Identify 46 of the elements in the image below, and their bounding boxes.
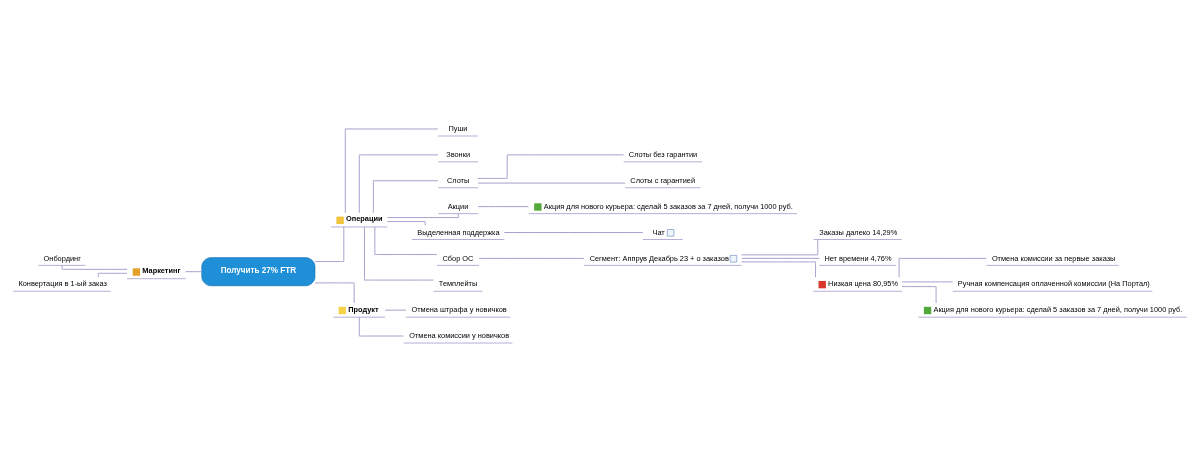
node-text: Конвертация в 1-ый заказ [18, 279, 107, 289]
node-text: Отмена комиссии у новичков [409, 331, 510, 341]
node-text: Отмена штрафа у новичков [411, 305, 507, 315]
node-text: Акция для нового курьера: сделай 5 заказов за 7 дней, получи 1000 руб. [933, 305, 1183, 315]
node-text: Отмена комиссии за первые заказы [991, 253, 1116, 263]
connector [364, 226, 434, 281]
connector [314, 226, 345, 262]
node-text: Акция для нового курьера: сделай 5 заказов за 7 дней, получи 1000 руб. [543, 201, 793, 211]
node-text: Нет времени 4,76% [824, 253, 892, 263]
node-text: Заказы далеко 14,29% [819, 227, 898, 237]
node-text: Сегмент: Аппрув Декабрь 23 + о заказов [589, 253, 729, 263]
connector [384, 309, 407, 311]
node-text: Слоты без гарантии [628, 150, 698, 160]
node-text: Звонки [446, 150, 471, 160]
node-text: Ручная компенсация оплаченной комиссии (На Портал) [957, 279, 1150, 289]
node-text: Акции [447, 201, 469, 211]
connector [478, 257, 585, 259]
connector [358, 154, 439, 214]
connector [741, 261, 816, 278]
node-text: Сбор ОС [442, 253, 474, 263]
connector [344, 128, 439, 214]
node-text: Темплейты [438, 279, 478, 289]
connector [185, 271, 203, 273]
connector [741, 257, 820, 259]
node-text: Слоты с гарантией [630, 175, 696, 185]
connector [372, 180, 439, 214]
connector [477, 206, 529, 208]
node-text: Выделенная поддержка [417, 227, 500, 237]
node-box: Получить 27% FTR [201, 257, 316, 287]
connector [374, 226, 438, 255]
connector [503, 232, 644, 233]
connector [387, 213, 459, 219]
connector [741, 239, 819, 256]
connector [314, 282, 355, 304]
connector [358, 316, 404, 337]
connector [477, 154, 624, 179]
connector [61, 265, 128, 270]
connector [477, 182, 626, 184]
connector [386, 221, 426, 226]
node-text: Пуши [448, 124, 468, 134]
connector [901, 281, 954, 283]
connector [97, 272, 128, 278]
connector [898, 257, 987, 278]
node-text: Слоты [446, 175, 470, 185]
node-text: Онбординг [43, 253, 81, 263]
connector [901, 286, 937, 304]
